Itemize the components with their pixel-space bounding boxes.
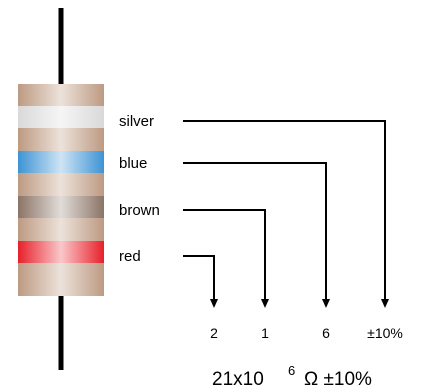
connector-red <box>183 255 215 300</box>
result-exponent: 6 <box>288 363 295 378</box>
connector-brown <box>183 209 266 300</box>
connector-silver <box>183 120 386 300</box>
band-value-brown: 1 <box>261 325 269 341</box>
band-highlight <box>18 151 104 173</box>
band-label-silver: silver <box>119 113 154 130</box>
arrow-head <box>261 299 269 308</box>
arrow-head <box>322 299 330 308</box>
band-label-blue: blue <box>119 155 147 172</box>
band-labels: silver blue brown red <box>119 113 160 265</box>
band-label-brown: brown <box>119 202 160 219</box>
band-value-silver: ±10% <box>367 325 403 341</box>
color-bands <box>18 106 104 263</box>
result-suffix: Ω ±10% <box>304 369 372 390</box>
connector-blue <box>183 162 327 300</box>
band-highlight <box>18 241 104 263</box>
band-highlight <box>18 196 104 218</box>
band-label-red: red <box>119 248 141 265</box>
band-highlight <box>18 106 104 128</box>
arrow-head <box>381 299 389 308</box>
connector-lines <box>183 120 389 308</box>
band-value-red: 2 <box>210 325 218 341</box>
band-values: ±10% 6 1 2 <box>210 325 403 341</box>
band-value-blue: 6 <box>322 325 330 341</box>
result-base: 21x10 <box>212 369 264 390</box>
arrow-head <box>210 299 218 308</box>
